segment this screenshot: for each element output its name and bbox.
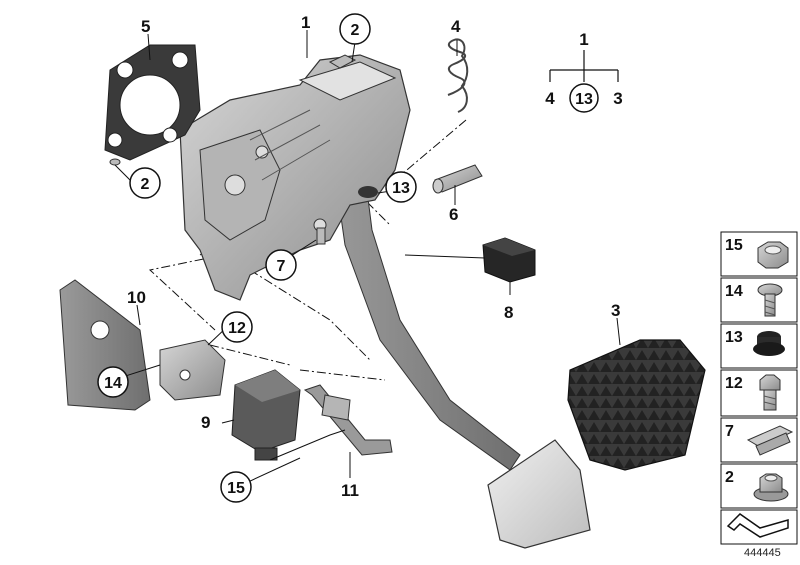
gasket xyxy=(104,44,201,161)
svg-text:2: 2 xyxy=(141,176,150,193)
callout-13: 13 xyxy=(385,171,417,203)
svg-text:1: 1 xyxy=(579,30,588,49)
sensor-bracket xyxy=(159,339,226,401)
diagram-arrow-icon xyxy=(726,513,789,538)
svg-text:2: 2 xyxy=(351,22,360,39)
callout-1: 1 xyxy=(301,13,310,32)
svg-text:10: 10 xyxy=(127,288,146,307)
svg-text:9: 9 xyxy=(201,413,210,432)
callout-5: 5 xyxy=(141,17,150,36)
svg-text:13: 13 xyxy=(392,180,410,197)
svg-text:7: 7 xyxy=(725,423,734,440)
pedal-pad xyxy=(567,339,706,471)
nut-2-gasket xyxy=(109,158,121,166)
legend-row-15: 15 xyxy=(720,231,798,277)
svg-text:11: 11 xyxy=(341,481,359,500)
svg-text:12: 12 xyxy=(228,320,246,337)
svg-text:1: 1 xyxy=(301,13,310,32)
svg-text:4: 4 xyxy=(545,89,555,108)
svg-text:7: 7 xyxy=(277,258,286,275)
flange-nut-icon xyxy=(753,473,789,502)
svg-text:14: 14 xyxy=(104,375,122,392)
spring-clip-icon xyxy=(746,425,794,456)
rubber-grommet-icon xyxy=(753,331,785,356)
svg-text:6: 6 xyxy=(449,205,458,224)
legend-row-13: 13 xyxy=(720,323,798,369)
nut-2-top xyxy=(328,54,357,69)
svg-text:14: 14 xyxy=(725,283,743,300)
clip-7 xyxy=(316,227,326,245)
legend-row-12: 12 xyxy=(720,369,798,417)
legend-row-2: 2 xyxy=(720,463,798,509)
callout-11: 11 xyxy=(341,481,359,500)
callout-12: 12 xyxy=(221,311,253,343)
callout-15: 15 xyxy=(220,471,252,503)
svg-text:3: 3 xyxy=(611,301,620,320)
callout-6: 6 xyxy=(449,205,458,224)
foot-plate xyxy=(487,439,591,549)
assembly-tree: 1 4 13 3 xyxy=(545,30,623,113)
callout-8: 8 xyxy=(504,303,513,322)
callout-9: 9 xyxy=(201,413,210,432)
linkage-leader xyxy=(269,429,346,461)
callout-2-top: 2 xyxy=(339,13,371,45)
svg-text:5: 5 xyxy=(141,17,150,36)
grommet-13 xyxy=(358,186,378,198)
svg-text:13: 13 xyxy=(575,91,593,108)
svg-text:15: 15 xyxy=(725,237,743,254)
callout-3: 3 xyxy=(611,301,620,320)
pedal-sensor xyxy=(231,369,301,461)
svg-text:2: 2 xyxy=(725,469,734,486)
callout-7: 7 xyxy=(265,249,297,281)
switch-leader xyxy=(404,254,486,259)
svg-text:13: 13 xyxy=(725,329,743,346)
hex-nut-icon xyxy=(757,241,789,269)
callout-14: 14 xyxy=(97,366,129,398)
callout-4: 4 xyxy=(451,17,461,36)
svg-text:8: 8 xyxy=(504,303,513,322)
brake-light-switch xyxy=(482,237,536,283)
legend-arrow-box xyxy=(720,509,798,545)
document-number: 444445 xyxy=(744,547,781,559)
callout-2-gasket: 2 xyxy=(129,167,161,199)
svg-text:3: 3 xyxy=(613,89,622,108)
return-spring xyxy=(447,38,469,113)
sensor-linkage xyxy=(303,384,393,456)
svg-text:12: 12 xyxy=(725,375,743,392)
torx-screw-icon xyxy=(757,283,783,317)
pivot-pin xyxy=(432,164,483,194)
svg-text:4: 4 xyxy=(451,17,461,36)
callout-10: 10 xyxy=(127,288,146,307)
svg-text:15: 15 xyxy=(227,480,245,497)
legend-row-7: 7 xyxy=(720,417,798,463)
parts-legend: 15 14 13 xyxy=(720,231,798,545)
legend-row-14: 14 xyxy=(720,277,798,323)
hex-bolt-icon xyxy=(759,374,781,411)
